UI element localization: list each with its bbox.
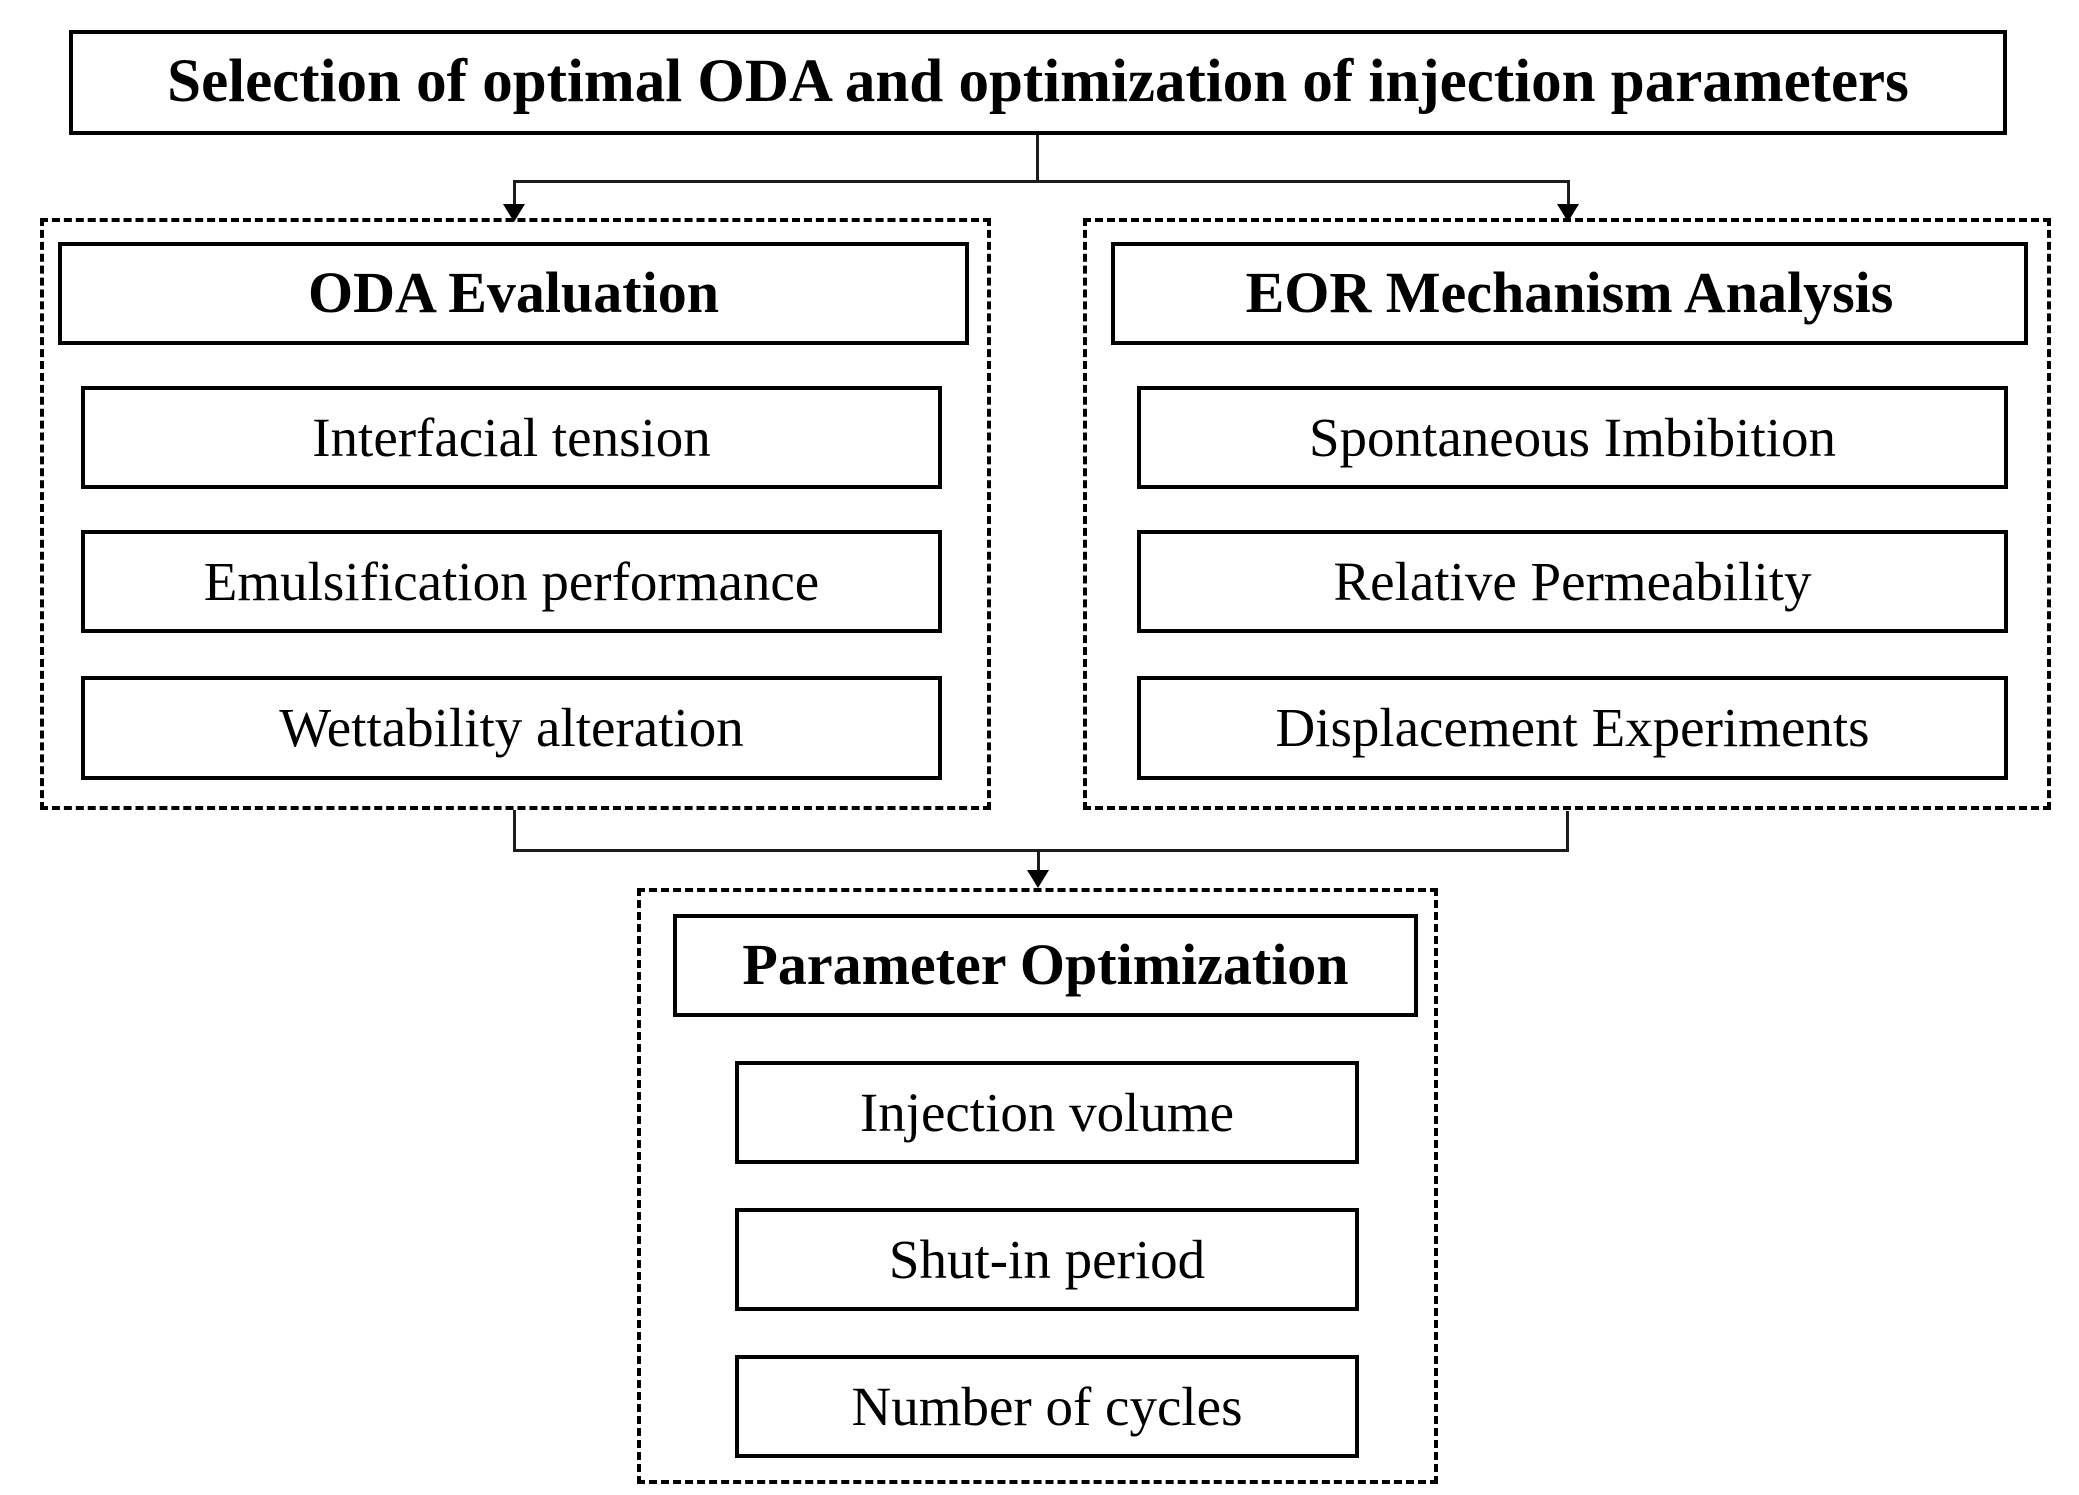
item-emulsification-performance-text: Emulsification performance xyxy=(203,550,820,612)
oda-evaluation-header-text: ODA Evaluation xyxy=(308,260,719,326)
item-number-of-cycles-text: Number of cycles xyxy=(851,1375,1243,1437)
item-spontaneous-imbibition-text: Spontaneous Imbibition xyxy=(1308,406,1837,468)
item-emulsification-performance: Emulsification performance xyxy=(81,530,942,633)
parameter-optimization-header: Parameter Optimization xyxy=(673,914,1418,1017)
title-text: Selection of optimal ODA and optimizatio… xyxy=(167,48,1909,116)
item-relative-permeability: Relative Permeability xyxy=(1137,530,2008,633)
eor-mechanism-group xyxy=(1083,218,2051,810)
oda-evaluation-header: ODA Evaluation xyxy=(58,242,969,345)
arrow-down-center-icon xyxy=(1027,870,1049,888)
item-interfacial-tension: Interfacial tension xyxy=(81,386,942,489)
arrow-down-left-icon xyxy=(503,204,525,222)
item-shut-in-period-text: Shut-in period xyxy=(888,1228,1206,1290)
merge-stub-left-line xyxy=(513,810,516,850)
item-wettability-alteration-text: Wettability alteration xyxy=(279,697,744,759)
split-stem-line xyxy=(1036,135,1039,181)
item-relative-permeability-text: Relative Permeability xyxy=(1333,550,1812,612)
item-displacement-experiments-text: Displacement Experiments xyxy=(1275,697,1870,759)
parameter-optimization-header-text: Parameter Optimization xyxy=(742,932,1349,998)
oda-evaluation-group xyxy=(40,218,991,810)
parameter-optimization-group xyxy=(637,888,1438,1484)
merge-stub-right-line xyxy=(1566,811,1569,850)
arrow-down-right-icon xyxy=(1557,204,1579,222)
item-shut-in-period: Shut-in period xyxy=(735,1208,1359,1311)
merge-horizontal-line xyxy=(513,849,1569,852)
split-horizontal-line xyxy=(513,180,1570,183)
item-spontaneous-imbibition: Spontaneous Imbibition xyxy=(1137,386,2008,489)
eor-mechanism-header: EOR Mechanism Analysis xyxy=(1111,242,2028,345)
item-injection-volume-text: Injection volume xyxy=(859,1081,1235,1143)
split-drop-right-line xyxy=(1567,181,1570,206)
item-injection-volume: Injection volume xyxy=(735,1061,1359,1164)
eor-mechanism-header-text: EOR Mechanism Analysis xyxy=(1245,260,1894,326)
merge-stem-center-line xyxy=(1037,851,1040,872)
item-interfacial-tension-text: Interfacial tension xyxy=(312,406,711,468)
item-number-of-cycles: Number of cycles xyxy=(735,1355,1359,1458)
split-drop-left-line xyxy=(513,181,516,206)
title-box: Selection of optimal ODA and optimizatio… xyxy=(69,30,2007,135)
item-wettability-alteration: Wettability alteration xyxy=(81,676,942,780)
item-displacement-experiments: Displacement Experiments xyxy=(1137,676,2008,780)
